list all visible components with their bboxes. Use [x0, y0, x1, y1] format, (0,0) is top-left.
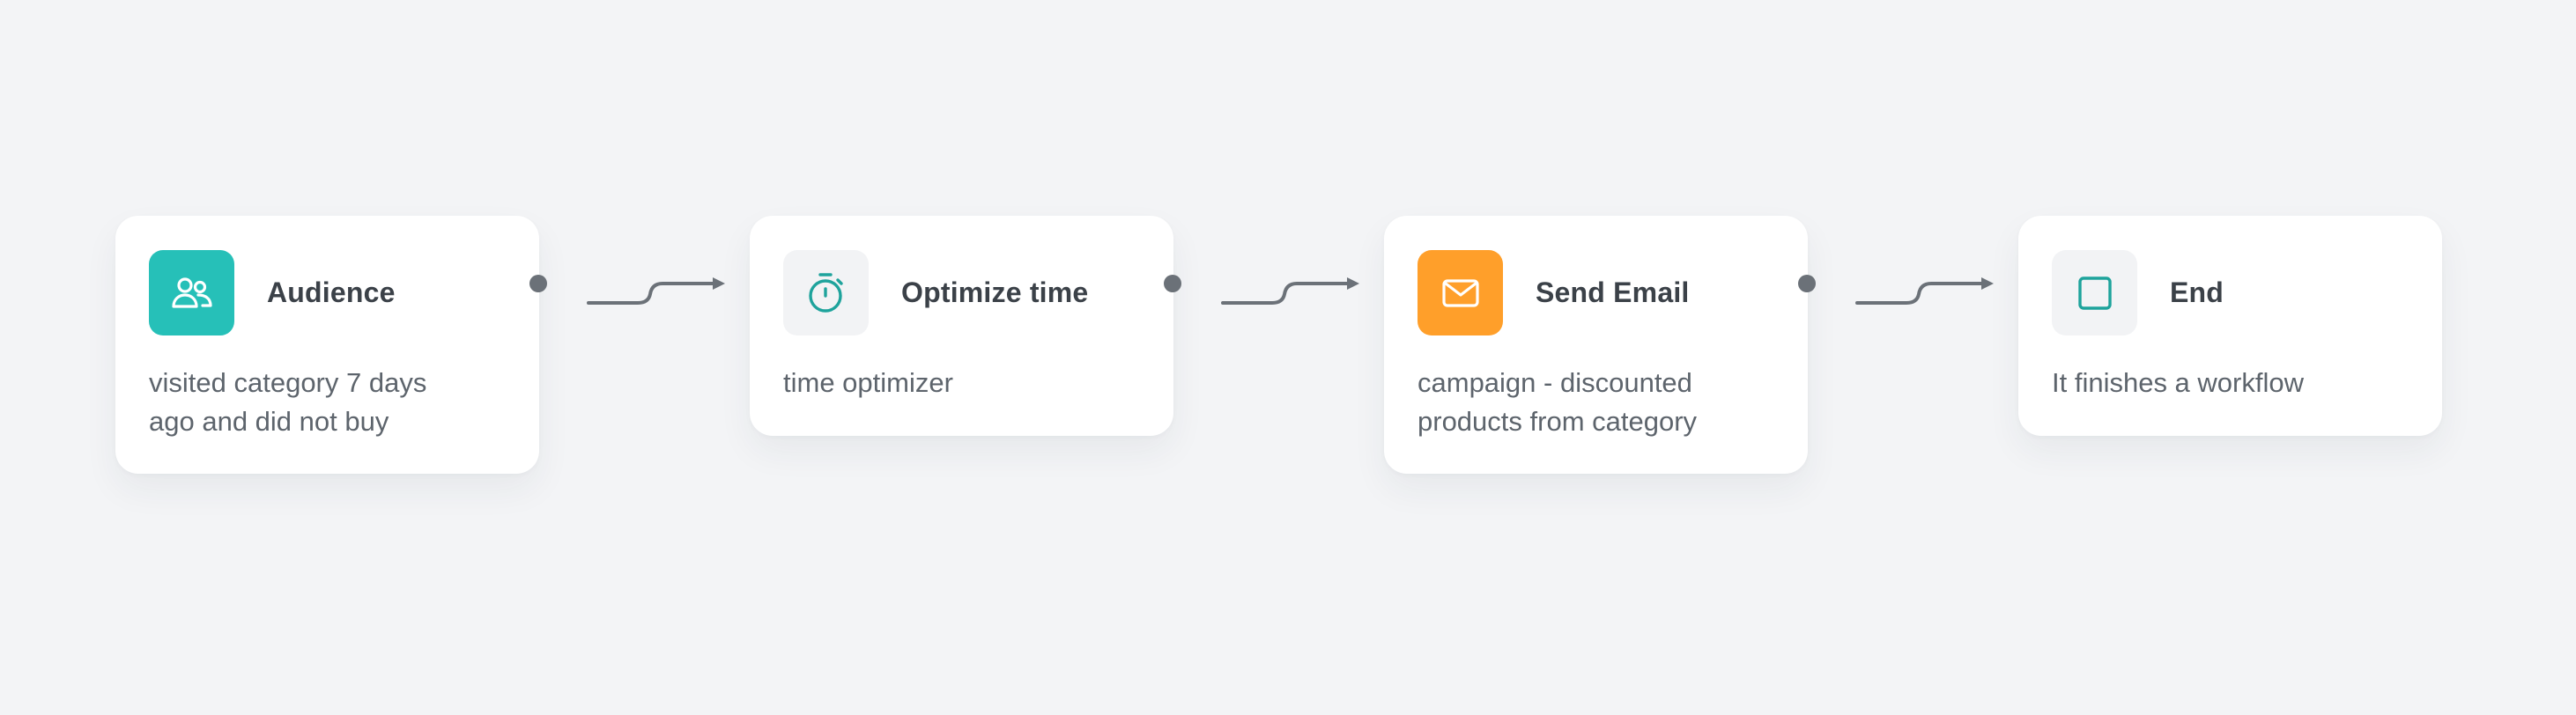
node-header: Audience: [149, 250, 506, 335]
stopwatch-icon: [783, 250, 869, 335]
output-port[interactable]: [529, 275, 547, 292]
node-title: End: [2170, 276, 2224, 308]
audience-node[interactable]: Audience visited category 7 days ago and…: [115, 216, 539, 474]
node-title: Send Email: [1536, 276, 1690, 308]
connector-arrow: [1855, 277, 1994, 305]
output-port[interactable]: [1164, 275, 1181, 292]
node-description: time optimizer: [783, 367, 953, 398]
square-icon: [2052, 250, 2137, 335]
node-description: campaign - discounted products from cate…: [1418, 367, 1698, 437]
node-header: End: [2052, 250, 2409, 335]
node-title: Audience: [267, 276, 396, 308]
output-port[interactable]: [1798, 275, 1816, 292]
connector-arrow: [587, 277, 725, 305]
envelope-icon: [1418, 250, 1503, 335]
optimize-time-node[interactable]: Optimize time time optimizer: [750, 216, 1173, 436]
node-description: visited category 7 days ago and did not …: [149, 367, 427, 437]
connector-arrow: [1221, 277, 1359, 305]
end-node[interactable]: End It finishes a workflow: [2018, 216, 2442, 436]
users-icon: [149, 250, 234, 335]
node-header: Optimize time: [783, 250, 1140, 335]
node-title: Optimize time: [901, 276, 1089, 308]
send-email-node[interactable]: Send Email campaign - discounted product…: [1384, 216, 1808, 474]
node-description: It finishes a workflow: [2052, 367, 2304, 398]
node-header: Send Email: [1418, 250, 1774, 335]
